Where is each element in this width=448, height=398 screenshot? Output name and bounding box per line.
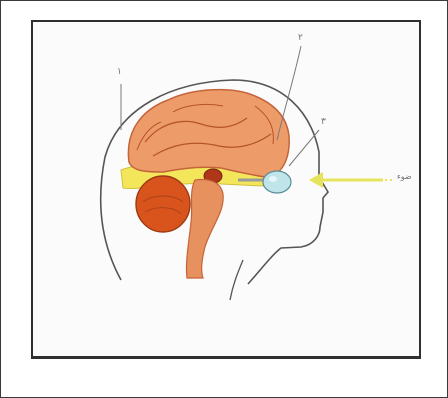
label-1: ١ bbox=[117, 68, 122, 77]
label-2: ٢ bbox=[298, 34, 303, 43]
cerebellum bbox=[136, 176, 190, 232]
light-arrowhead bbox=[309, 172, 323, 188]
neck-line bbox=[230, 260, 243, 300]
figure-panel: ١ ٢ ٣ ضوء bbox=[31, 20, 421, 359]
brainstem bbox=[186, 180, 223, 278]
brain-diagram bbox=[33, 22, 419, 356]
eye-highlight bbox=[269, 176, 277, 182]
light-label: ضوء bbox=[397, 173, 412, 181]
leader-line-3 bbox=[289, 130, 319, 166]
label-3: ٣ bbox=[321, 118, 326, 127]
eye bbox=[263, 171, 291, 193]
